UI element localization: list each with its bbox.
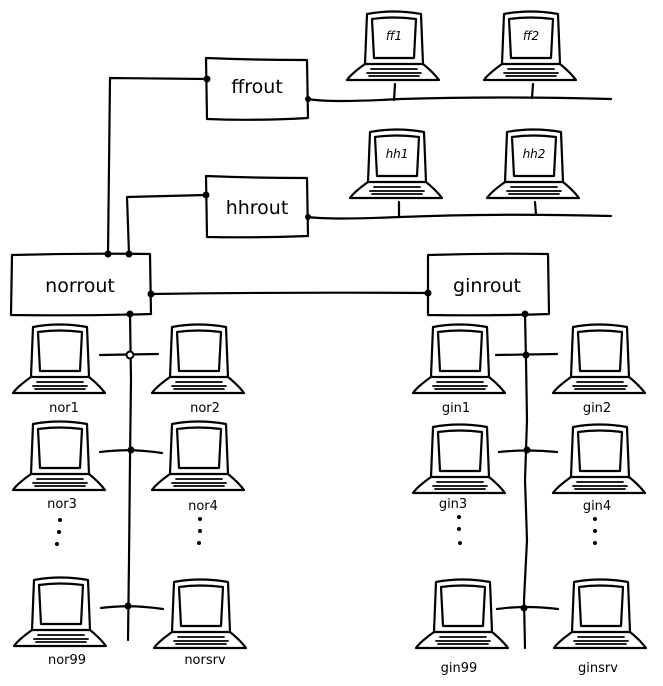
host-label: nor2 (190, 401, 220, 416)
host-nor4[interactable]: nor4 (150, 420, 246, 515)
ellipsis-gin-right (593, 517, 597, 545)
host-ff1[interactable]: ff1 (345, 10, 441, 82)
host-label: gin4 (583, 499, 611, 514)
host-nor99[interactable]: nor99 (12, 576, 108, 669)
host-gin2[interactable]: gin2 (551, 323, 647, 417)
host-label: ginsrv (578, 661, 618, 676)
router-label: ffrout (231, 76, 283, 98)
host-nor1[interactable]: nor1 (11, 323, 107, 417)
router-label: norrout (45, 275, 115, 297)
host-hh1[interactable]: hh1 (348, 128, 444, 200)
host-label: nor99 (48, 653, 86, 668)
ellipsis-nor-left (55, 518, 62, 546)
host-label: gin3 (439, 497, 467, 512)
router-ffrout[interactable]: ffrout (204, 56, 310, 121)
router-ginrout[interactable]: ginrout (426, 252, 551, 317)
gin-lan (494, 310, 560, 650)
nor-lan (98, 310, 165, 642)
router-label: hhrout (226, 197, 289, 219)
host-ff2[interactable]: ff2 (482, 10, 578, 82)
hh-lan (305, 200, 613, 220)
host-label: gin1 (442, 401, 470, 416)
host-label: hh2 (523, 147, 546, 161)
host-ginsrv[interactable]: ginsrv (552, 578, 648, 677)
ff-lan (305, 82, 613, 103)
ellipsis-nor-right (197, 517, 202, 545)
host-gin99[interactable]: gin99 (414, 578, 510, 677)
host-label: hh1 (386, 147, 409, 161)
link-norrout-hhrout (125, 191, 210, 258)
link-norrout-ginrout (147, 289, 432, 298)
ellipsis-gin-left (457, 515, 462, 545)
host-label: nor1 (49, 401, 79, 416)
host-label: norsrv (184, 653, 226, 668)
router-hhrout[interactable]: hhrout (204, 174, 310, 239)
host-label: ff2 (523, 29, 539, 43)
router-norrout[interactable]: norrout (9, 252, 153, 317)
host-norsrv[interactable]: norsrv (152, 578, 248, 669)
host-label: gin99 (441, 661, 478, 676)
link-norrout-ffrout (104, 75, 211, 258)
host-label: gin2 (583, 401, 611, 416)
host-label: nor3 (47, 497, 77, 512)
host-nor3[interactable]: nor3 (11, 420, 107, 513)
host-label: nor4 (188, 499, 218, 514)
router-label: ginrout (453, 275, 521, 297)
host-hh2[interactable]: hh2 (485, 128, 581, 200)
host-gin1[interactable]: gin1 (411, 323, 507, 417)
host-gin4[interactable]: gin4 (551, 423, 647, 515)
host-nor2[interactable]: nor2 (150, 323, 246, 417)
host-label: ff1 (386, 29, 402, 43)
host-gin3[interactable]: gin3 (411, 423, 507, 513)
